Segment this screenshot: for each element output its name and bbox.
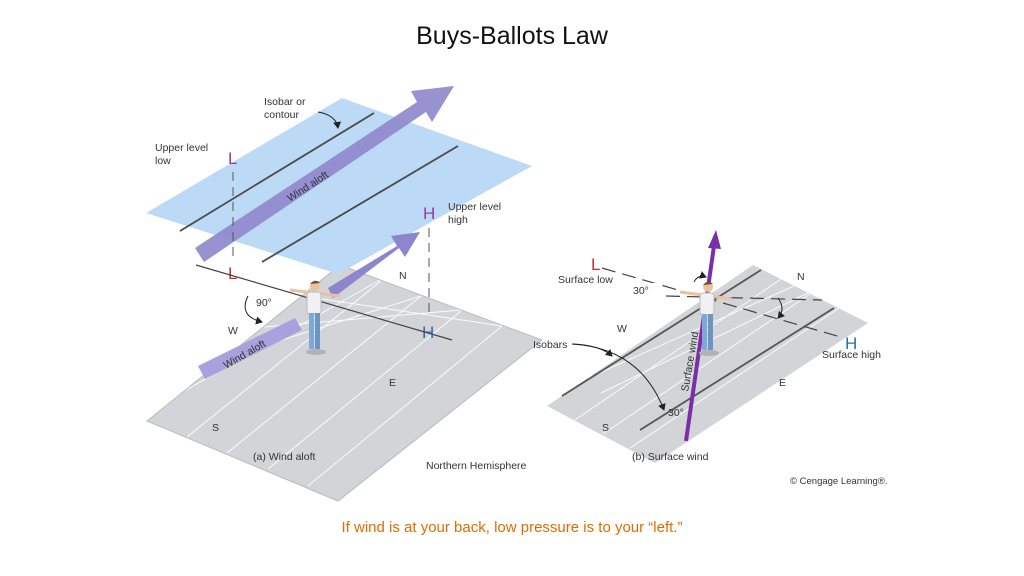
angle-arc-b-right (777, 297, 785, 319)
caption-b: (b) Surface wind (632, 451, 709, 463)
hemisphere-label: Northern Hemisphere (426, 460, 527, 472)
low-high-line-a (195, 264, 453, 341)
north-a: N (399, 270, 407, 282)
person-b (679, 281, 733, 356)
wind-aloft-stripe-ground (198, 318, 302, 379)
low-symbol-b: L (591, 255, 600, 274)
south-a: S (212, 422, 219, 434)
credit-label: © Cengage Learning®. (790, 476, 887, 487)
upper-high-symbol: H (423, 204, 435, 223)
isobar-b-1 (561, 269, 762, 397)
east-b: E (779, 377, 786, 389)
angle-90-label: 90° (256, 297, 272, 309)
surface-low-symbol-a: L (228, 264, 237, 283)
caption-a: (a) Wind aloft (253, 451, 316, 463)
slide-title: Buys-Ballots Law (416, 22, 608, 50)
angle-arc-a (244, 295, 263, 325)
isobars-pointer-1 (571, 343, 613, 357)
isobar-pointer (317, 111, 342, 129)
west-b: W (617, 323, 627, 335)
north-b: N (797, 271, 805, 283)
footer-caption: If wind is at your back, low pressure is… (341, 519, 683, 536)
isobar-b-2 (639, 307, 835, 431)
upper-high-label-2: high (448, 214, 468, 226)
east-a: E (389, 377, 396, 389)
high-symbol-b: H (845, 334, 857, 353)
isobar-label-2: contour (264, 109, 300, 121)
surface-wind-arrow (684, 230, 721, 442)
upper-low-label-2: low (155, 155, 171, 167)
west-a: W (228, 325, 238, 337)
upper-low-symbol: L (228, 149, 237, 168)
upper-high-label: Upper level (448, 201, 501, 213)
isobars-pointer-2 (571, 343, 666, 411)
isobar-label: Isobar or (264, 96, 306, 108)
person-a (289, 280, 341, 355)
angle-arc-b-top (693, 271, 707, 283)
wind-aloft-arrow-upper (195, 86, 454, 262)
angle-30-top: 30° (633, 285, 649, 297)
reference-dashed-b (665, 295, 823, 301)
surface-high-label: Surface high (822, 349, 881, 361)
angle-top-bg (630, 283, 656, 297)
isobars-label: Isobars (533, 339, 567, 351)
angle-30-bottom: 30° (668, 407, 684, 419)
upper-low-label: Upper level (155, 142, 208, 154)
surface-low-label: Surface low (558, 274, 613, 286)
south-b: S (602, 422, 609, 434)
wind-aloft-arrow-person (328, 232, 420, 298)
